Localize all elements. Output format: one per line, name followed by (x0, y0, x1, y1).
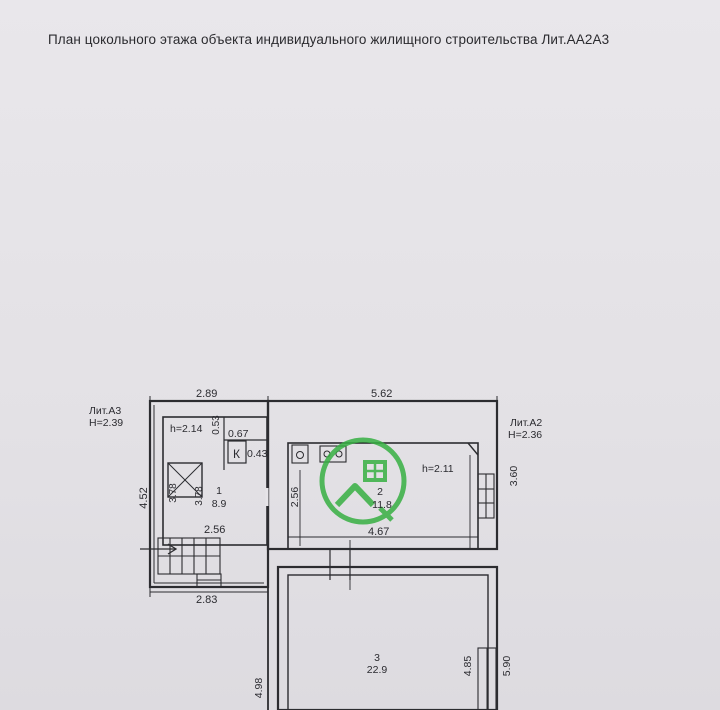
dim-inner-d: 3.78 (168, 483, 179, 503)
sink-fixture (291, 444, 309, 464)
block-a2-name: Лит.А2 (510, 417, 542, 429)
block-a3-height: H=2.39 (89, 417, 123, 429)
dim-left: 4.52 (138, 487, 150, 508)
boiler-box (227, 440, 247, 464)
room-1-number: 1 (216, 485, 222, 497)
dim-lower-left: 4.98 (253, 678, 265, 699)
dim-top-left: 2.89 (196, 388, 217, 400)
entry-steps-right (477, 473, 495, 519)
dim-bottom-left: 2.83 (196, 594, 217, 606)
block-a3-name: Лит.А3 (89, 405, 121, 417)
room-1-area: 8.9 (212, 498, 227, 510)
dim-inner-h: 4.67 (368, 526, 389, 538)
staircase (140, 537, 222, 588)
stove-fixture (319, 445, 347, 463)
watermark-logo (319, 437, 407, 525)
dim-lower-right-b: 5.90 (501, 656, 513, 677)
dim-top-right: 5.62 (371, 388, 392, 400)
room-1-walls (162, 416, 268, 546)
room-3-walls (276, 565, 499, 710)
dim-inner-b: 0.67 (228, 428, 249, 440)
room-3-number: 3 (374, 652, 380, 664)
dim-inner-c: 0.43 (247, 448, 268, 460)
dim-inner-a: 0.53 (211, 415, 222, 435)
room-1-height: h=2.14 (170, 423, 203, 435)
plan-title: План цокольного этажа объекта индивидуал… (48, 32, 610, 47)
block-a2-height: H=2.36 (508, 429, 542, 441)
boiler-label: К (233, 447, 240, 461)
shower-tray (167, 462, 203, 498)
dim-inner-e: 3.78 (194, 486, 205, 506)
dim-inner-g: 2.56 (289, 487, 301, 508)
dim-right: 3.60 (508, 466, 520, 487)
room-2-number: 2 (377, 486, 383, 498)
room-2-height: h=2.11 (422, 463, 454, 475)
dim-lower-right-a: 4.85 (462, 656, 474, 677)
room-3-area: 22.9 (367, 664, 388, 676)
dim-inner-f: 2.56 (204, 524, 225, 536)
room-2-area: 11.8 (372, 499, 392, 511)
